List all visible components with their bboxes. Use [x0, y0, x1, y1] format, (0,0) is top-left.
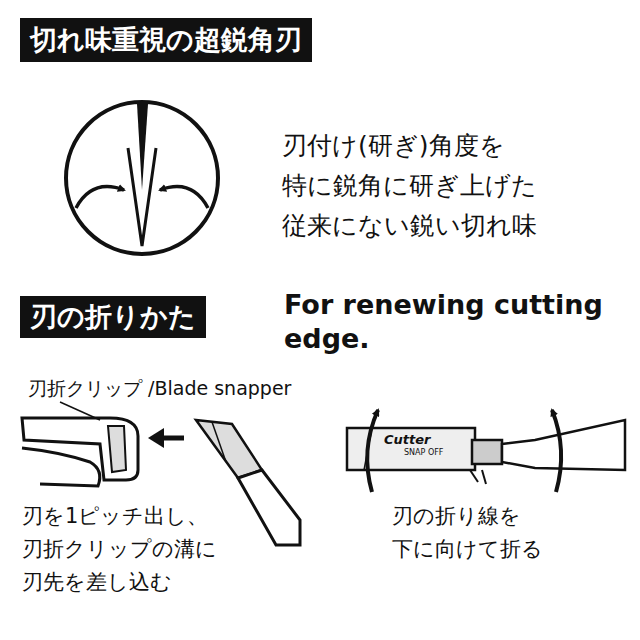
snapping-figure	[347, 410, 625, 492]
heading-text: 切れ味重視の超鋭角刃	[30, 18, 302, 62]
heading-band: 刃の折りかた	[20, 296, 206, 338]
part-name: 刃折クリップ /Blade snapper	[28, 376, 291, 400]
description-text: 刃付け(研ぎ)角度を 特に鋭角に研ぎ上げた 従来にない鋭い切れ味	[282, 126, 632, 246]
english-heading: For renewing cutting edge.	[284, 288, 634, 356]
heading-text: 刃の折りかた	[30, 296, 196, 338]
blade-print: Cutter	[384, 432, 430, 448]
step-text: 刃の折り線を 下に向けて折る	[392, 500, 632, 566]
blade-print: SNAP OFF	[404, 448, 443, 458]
heading-band: 切れ味重視の超鋭角刃	[20, 18, 312, 62]
step-text: 刃を1ピッチ出し、 刃折クリップの溝に 刃先を差し込む	[22, 500, 322, 599]
blade-angle-figure	[66, 102, 218, 254]
